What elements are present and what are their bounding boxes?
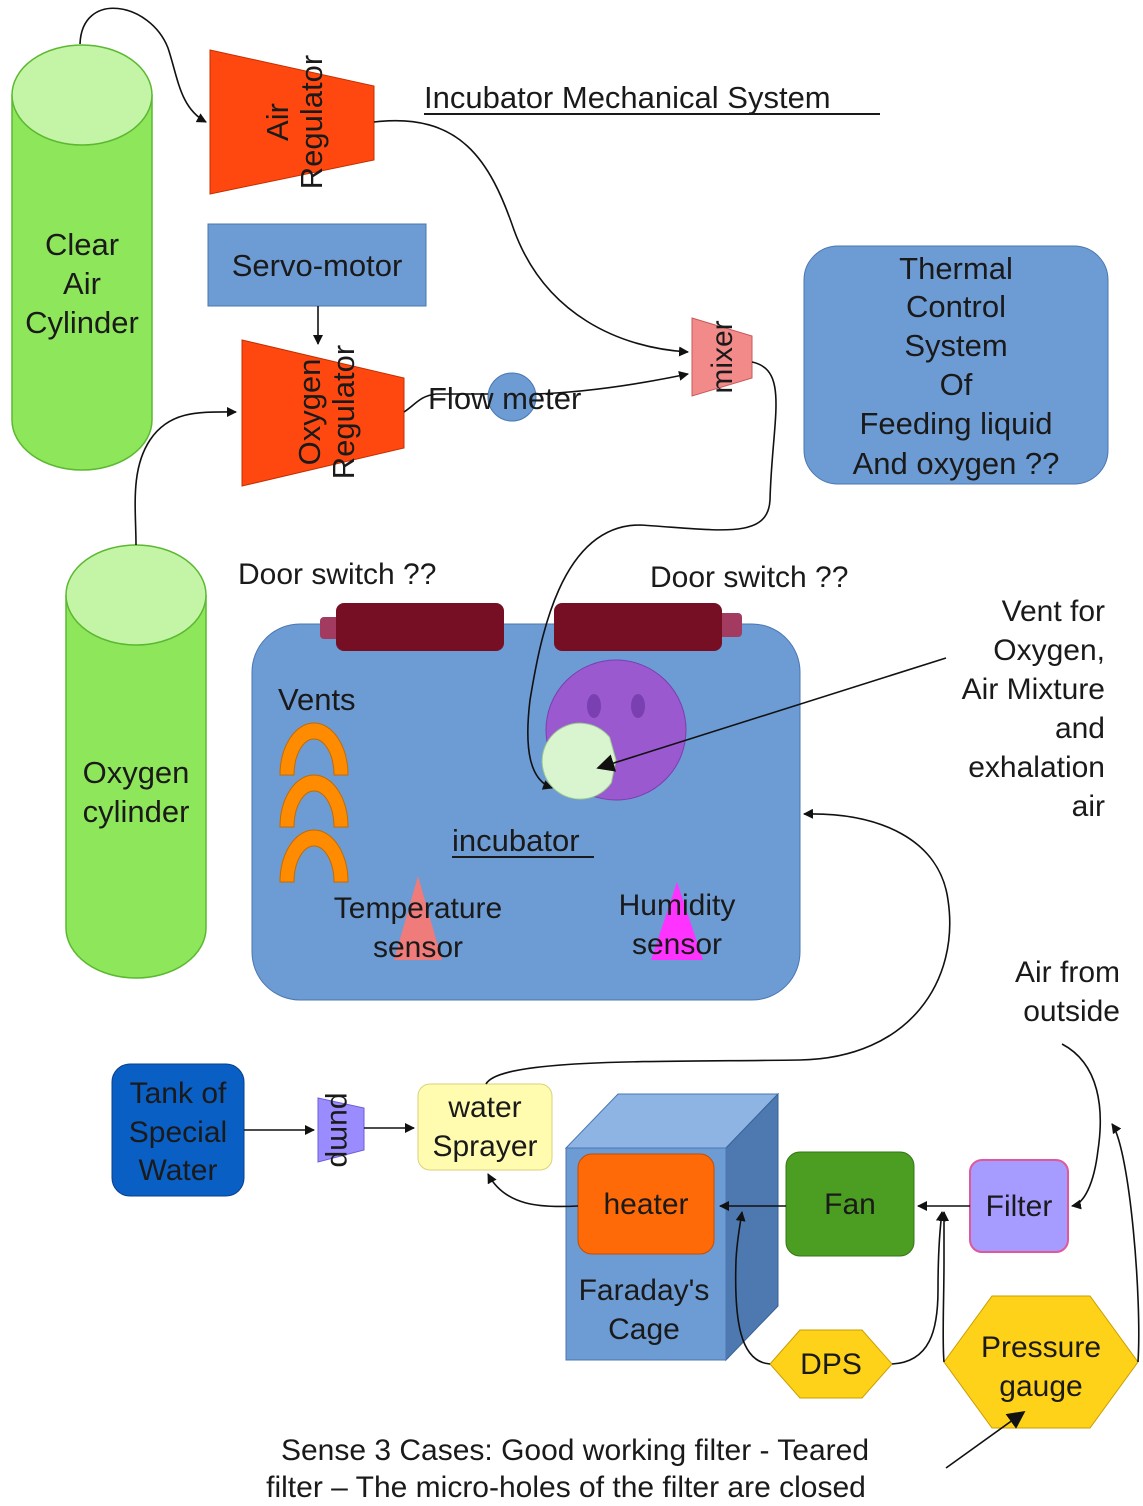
servo-motor: Servo-motor	[207, 223, 427, 307]
oxygen-cylinder-label-2: cylinder	[83, 794, 190, 829]
vent-note-line-1: Vent for	[1002, 595, 1105, 628]
arrow-dps-to-heater-side	[734, 1211, 771, 1365]
water-sprayer-label-1: water	[447, 1091, 521, 1124]
pump-label: pump	[324, 1092, 357, 1167]
oxygen-regulator: Oxygen Regulator	[241, 339, 405, 487]
temperature-sensor-label-2: sensor	[373, 931, 463, 964]
air-regulator-label-2: Regulator	[294, 55, 329, 189]
footer-line-2: filter – The micro-holes of the filter a…	[266, 1471, 866, 1504]
clear-air-cylinder-label-2: Air	[63, 266, 101, 301]
thermal-label-5: Feeding liquid	[859, 406, 1052, 441]
arrow-mixer-to-incubator-vent	[527, 361, 777, 790]
line-oxygen-regulator-to-flow-meter	[403, 393, 488, 413]
arrow-air-regulator-to-mixer	[373, 119, 689, 357]
thermal-label-3: System	[904, 328, 1007, 363]
vent-icon-2	[279, 774, 349, 828]
door-switch-left-label: Door switch ??	[238, 558, 436, 591]
oxygen-regulator-label-2: Regulator	[326, 345, 361, 479]
diagram-title: Incubator Mechanical System	[424, 80, 831, 115]
pressure-gauge: Pressure gauge	[943, 1295, 1139, 1429]
incubator-label: incubator	[452, 823, 580, 858]
tank-label-2: Special	[129, 1116, 227, 1149]
arrow-footer-to-pressure-gauge	[945, 1410, 1026, 1469]
arrow-flow-meter-to-mixer	[535, 370, 689, 395]
door-switch-right-label: Door switch ??	[650, 561, 848, 594]
temperature-sensor-label-1: Temperature	[334, 892, 502, 925]
vents-label: Vents	[278, 682, 356, 717]
thermal-label-1: Thermal	[899, 251, 1013, 286]
heater-label: heater	[603, 1188, 688, 1221]
baby-face-icon	[541, 659, 687, 801]
clear-air-cylinder-label-3: Cylinder	[25, 305, 139, 340]
oxygen-cylinder-label-1: Oxygen	[83, 755, 190, 790]
water-sprayer-label-2: Sprayer	[432, 1130, 537, 1163]
vent-note: Vent for Oxygen, Air Mixture and exhalat…	[962, 595, 1105, 823]
clear-air-cylinder-label-1: Clear	[45, 227, 119, 262]
faraday-cage-label-2: Cage	[608, 1313, 680, 1346]
pressure-gauge-label-1: Pressure	[981, 1331, 1101, 1364]
water-sprayer: water Sprayer	[417, 1083, 553, 1171]
arrow-vent-note-to-mouth	[596, 657, 947, 772]
flow-meter: Flow meter	[428, 372, 581, 422]
arrow-clear-air-to-air-regulator	[79, 7, 207, 123]
mixer: mixer	[691, 317, 753, 397]
vent-note-line-6: air	[1072, 790, 1105, 823]
dps: DPS	[769, 1329, 893, 1399]
thermal-label-2: Control	[906, 289, 1006, 324]
vent-note-line-4: and	[1055, 712, 1105, 745]
tank-label-3: Water	[139, 1154, 218, 1187]
humidity-sensor: Humidity sensor	[619, 882, 736, 961]
vent-note-line-3: Air Mixture	[962, 673, 1105, 706]
vent-icon-3	[279, 829, 349, 883]
pressure-gauge-label-2: gauge	[999, 1370, 1082, 1403]
thermal-label-4: Of	[940, 367, 973, 402]
arrow-dps-to-fan-side	[891, 1211, 946, 1365]
clear-air-cylinder: Clear Air Cylinder	[11, 44, 153, 471]
mixer-label: mixer	[706, 320, 739, 393]
arrow-heater-to-sprayer	[487, 1173, 579, 1208]
faraday-cage-label-1: Faraday's	[579, 1274, 710, 1307]
servo-motor-label: Servo-motor	[232, 248, 403, 283]
door-switch-right	[554, 603, 742, 651]
vent-note-line-2: Oxygen,	[993, 634, 1105, 667]
arrow-pressure-gauge-to-fan-side	[939, 1211, 949, 1363]
air-regulator: Air Regulator	[209, 49, 375, 195]
humidity-sensor-label-2: sensor	[632, 928, 722, 961]
air-regulator-label-1: Air	[260, 103, 295, 141]
filter: Filter	[969, 1159, 1069, 1253]
humidity-sensor-label-1: Humidity	[619, 889, 736, 922]
arrow-sprayer-to-incubator	[485, 808, 951, 1085]
filter-label: Filter	[986, 1190, 1053, 1223]
thermal-control-system: Thermal Control System Of Feeding liquid…	[803, 245, 1109, 485]
temperature-sensor: Temperature sensor	[334, 876, 502, 964]
air-from-outside-line-2: outside	[1023, 995, 1120, 1028]
arrow-pressure-gauge-to-filter-side	[1111, 1123, 1140, 1363]
arrow-outside-to-filter	[1061, 1043, 1102, 1210]
heater: heater	[577, 1153, 715, 1255]
door-switch-left	[320, 603, 504, 651]
footer-line-1: Sense 3 Cases: Good working filter - Tea…	[281, 1434, 869, 1467]
air-from-outside-line-1: Air from	[1015, 956, 1120, 989]
fan-label: Fan	[824, 1188, 876, 1221]
vent-note-line-5: exhalation	[968, 751, 1105, 784]
arrow-oxygen-cylinder-to-oxygen-regulator	[134, 406, 237, 546]
tank-label-1: Tank of	[130, 1077, 227, 1110]
thermal-label-6: And oxygen ??	[853, 446, 1060, 481]
flow-meter-label: Flow meter	[428, 381, 581, 416]
air-from-outside-label: Air from outside	[1015, 956, 1120, 1028]
vent-icon-1	[279, 722, 349, 776]
pump: pump	[317, 1092, 365, 1168]
special-water-tank: Tank of Special Water	[111, 1063, 245, 1197]
oxygen-cylinder: Oxygen cylinder	[65, 544, 207, 979]
fan: Fan	[785, 1151, 915, 1257]
oxygen-regulator-label-1: Oxygen	[292, 359, 327, 466]
dps-label: DPS	[800, 1348, 862, 1381]
